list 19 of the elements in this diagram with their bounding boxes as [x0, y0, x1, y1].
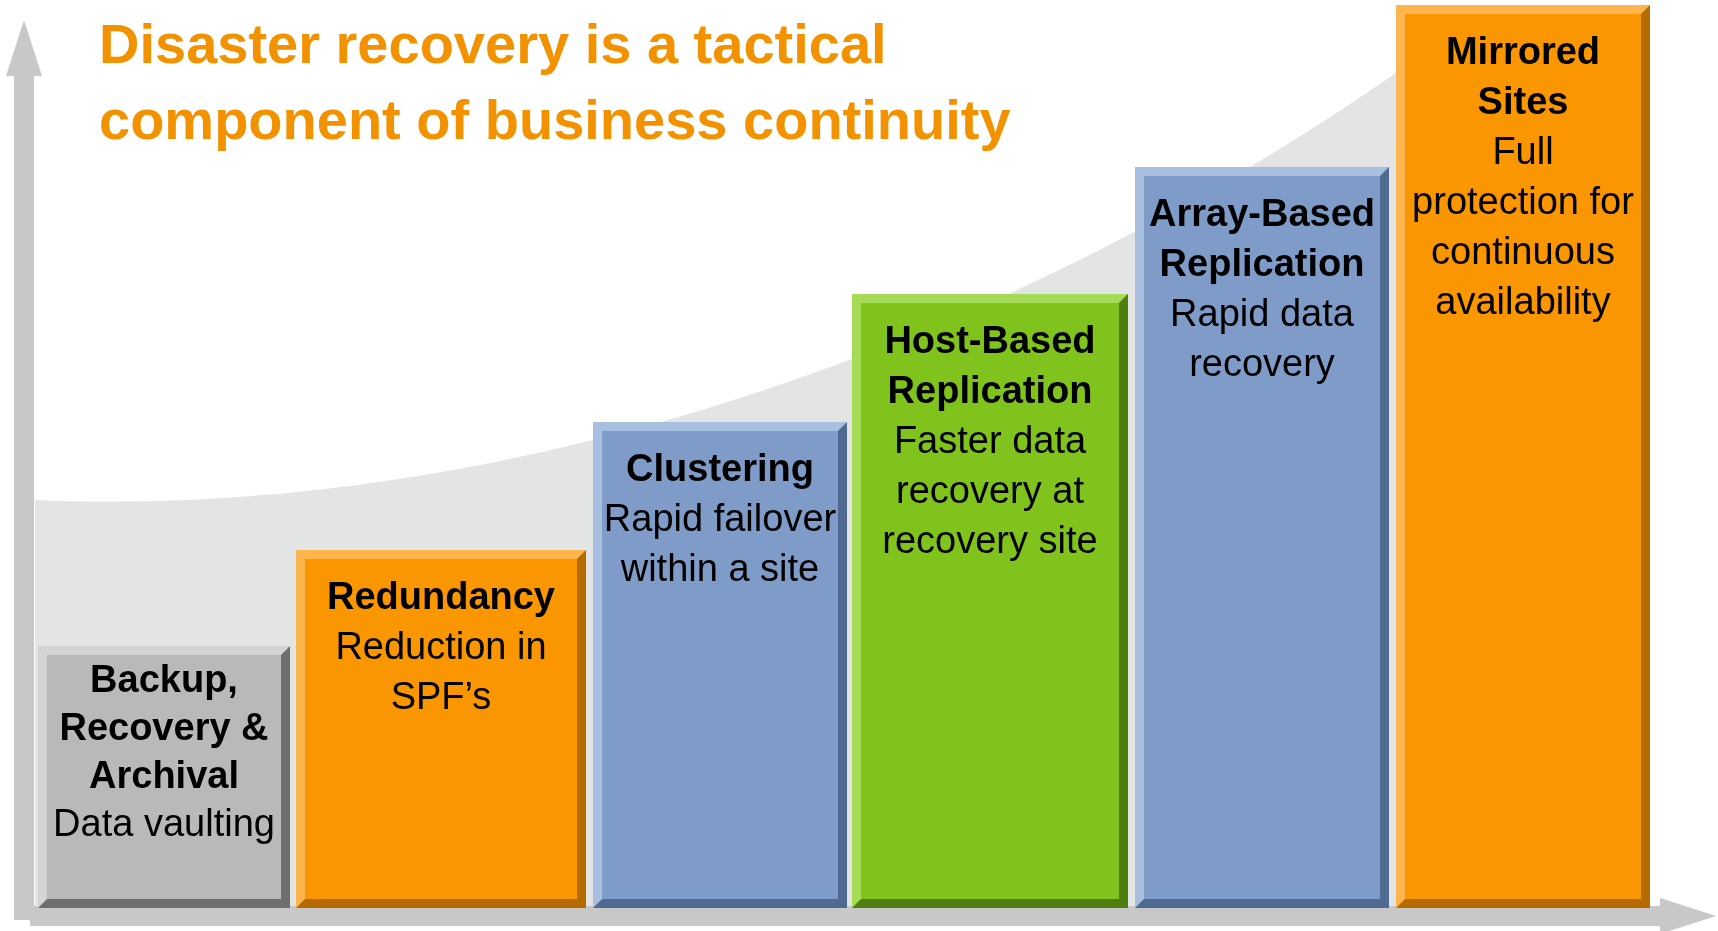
- step-bar: [296, 550, 586, 908]
- step-heading: Host-Based Replication: [883, 318, 1097, 413]
- step-heading: Mirrored Sites: [1444, 29, 1602, 124]
- step-bar: [1135, 167, 1389, 908]
- step-description: Faster data recovery at recovery site: [881, 418, 1099, 563]
- step-description: Full protection for continuous availability: [1411, 129, 1635, 324]
- step-bar: [852, 294, 1128, 908]
- title: Disaster recovery is a tactical component of business continuity: [99, 11, 1012, 153]
- step-heading: Backup, Recovery & Archival: [58, 657, 270, 798]
- step-description: Reduction in SPF’s: [334, 624, 548, 719]
- step-description: Rapid data recovery: [1169, 291, 1355, 386]
- step-bar: [38, 646, 290, 908]
- step-heading: Redundancy: [326, 574, 555, 619]
- step-heading: Clustering: [626, 446, 814, 491]
- step-bar: [1396, 5, 1650, 908]
- step-bar: [593, 422, 847, 908]
- step-heading: Array-Based Replication: [1148, 191, 1376, 286]
- step-description: Rapid failover within a site: [602, 496, 838, 591]
- step-description: Data vaulting: [53, 801, 275, 846]
